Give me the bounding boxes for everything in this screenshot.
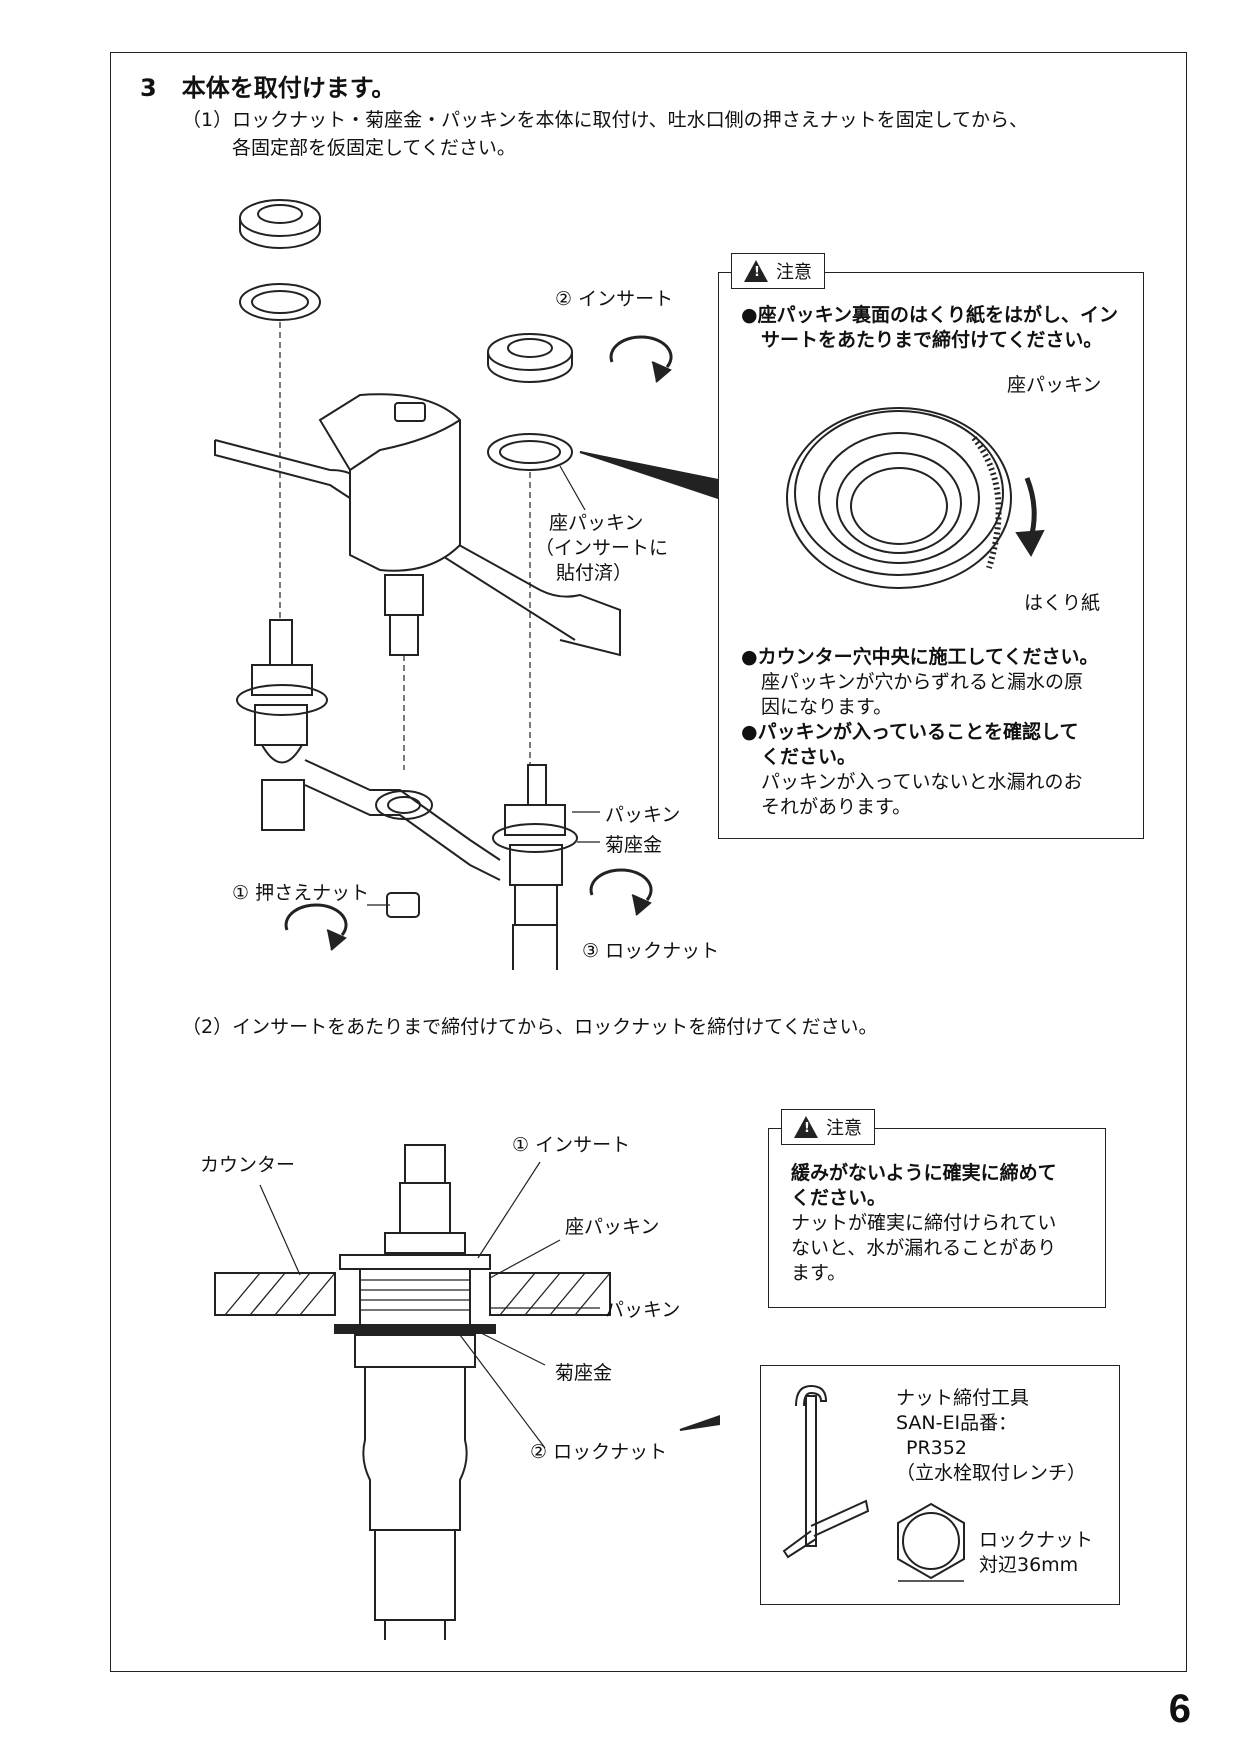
cross-section-illustration bbox=[214, 1144, 720, 1640]
label-insert-1: ① インサート bbox=[512, 1134, 631, 1156]
wrench-icon bbox=[782, 1384, 870, 1559]
label-seat-packing-2: 座パッキン bbox=[565, 1216, 660, 1238]
caution1-label-paper: はくり紙 bbox=[1024, 592, 1101, 614]
label-press-nut: ① 押さえナット bbox=[232, 882, 370, 904]
label-seat-packing: 座パッキン bbox=[549, 512, 644, 534]
section-heading: 3 本体を取付けます。 bbox=[140, 74, 396, 102]
label-packing: パッキン bbox=[605, 804, 681, 826]
caution1-label-seat: 座パッキン bbox=[1007, 374, 1102, 396]
warning-icon: ! bbox=[744, 260, 768, 282]
caution-box-1: ! 注意 ●座パッキン裏面のはくり紙をはがし、イン サートをあたりまで締付けてく… bbox=[718, 253, 1144, 839]
label-seat-note1: （インサートに bbox=[535, 537, 669, 559]
warning-icon: ! bbox=[794, 1116, 818, 1138]
caution1-bullet3: ●パッキンが入っていることを確認して ください。 パッキンが入っていないと水漏れ… bbox=[741, 721, 1083, 818]
nut-size-text: ロックナット 対辺36mm bbox=[979, 1529, 1094, 1576]
label-lock-nut-2: ② ロックナット bbox=[530, 1441, 668, 1463]
caution-tag-1: ! 注意 bbox=[731, 253, 825, 289]
page-frame bbox=[110, 52, 1187, 1672]
caution1-bullet1: ●座パッキン裏面のはくり紙をはがし、イン サートをあたりまで締付けてください。 bbox=[741, 304, 1119, 351]
label-washer: 菊座金 bbox=[605, 834, 663, 856]
tool-box: ナット締付工具 SAN-EI品番： PR352 （立水栓取付レンチ） ロックナッ… bbox=[760, 1365, 1120, 1605]
label-seat-note2: 貼付済） bbox=[556, 562, 633, 584]
caution1-bullet2: ●カウンター穴中央に施工してください。 座パッキンが穴からずれると漏水の原 因に… bbox=[741, 646, 1099, 718]
step1-text: （1）ロックナット・菊座金・パッキンを本体に取付け、吐水口側の押さえナットを固定… bbox=[182, 109, 1029, 159]
caution2-text: 緩みがないように確実に締めて ください。 ナットが確実に締付けられてい ないと、… bbox=[791, 1162, 1057, 1284]
assembly-illustration bbox=[214, 199, 719, 970]
caution-box-2: ! 注意 緩みがないように確実に締めて ください。 ナットが確実に締付けられてい… bbox=[768, 1109, 1106, 1308]
page-number: 6 bbox=[1168, 1687, 1191, 1731]
label-insert-2: ② インサート bbox=[555, 288, 674, 310]
label-packing-2: パッキン bbox=[605, 1299, 681, 1321]
step2-text: （2）インサートをあたりまで締付けてから、ロックナットを締付けてください。 bbox=[182, 1016, 878, 1038]
label-counter: カウンター bbox=[200, 1154, 296, 1176]
hex-nut-icon bbox=[897, 1502, 965, 1582]
caution-tag-2: ! 注意 bbox=[781, 1109, 875, 1145]
seat-packing-illustration bbox=[786, 407, 1045, 589]
label-lock-nut: ③ ロックナット bbox=[582, 940, 720, 962]
tool-text: ナット締付工具 SAN-EI品番： PR352 （立水栓取付レンチ） bbox=[896, 1387, 1087, 1484]
label-washer-2: 菊座金 bbox=[555, 1362, 613, 1384]
